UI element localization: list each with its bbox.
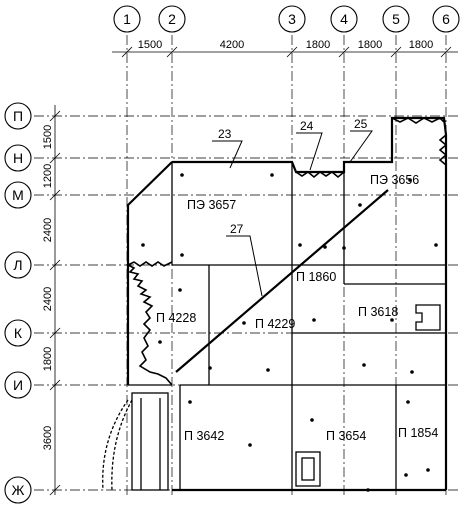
callout-27: 27 — [230, 222, 244, 236]
dim-top-2: 4200 — [220, 39, 244, 51]
room-label-3656: ПЭ 3656 — [370, 173, 419, 187]
room-label-3642: П 3642 — [184, 429, 224, 443]
room-label-1860: П 1860 — [296, 270, 336, 284]
room-label-4228: П 4228 — [156, 311, 196, 325]
axis-row-k: К — [14, 325, 23, 341]
axis-row-p: П — [13, 108, 23, 124]
dim-top-3: 1800 — [306, 39, 330, 51]
room-label-1854: П 1854 — [398, 426, 438, 440]
axis-col-2: 2 — [168, 11, 176, 27]
callout-24: 24 — [300, 119, 314, 133]
callouts: 23 24 25 27 — [212, 117, 373, 297]
dim-left-5: 1800 — [42, 347, 54, 371]
axis-row-zh: Ж — [12, 482, 25, 498]
callout-25: 25 — [354, 117, 368, 131]
column-axis-markers: 1 2 3 4 5 6 — [113, 5, 460, 33]
dim-left-3: 2400 — [42, 218, 54, 242]
dim-top-5: 1800 — [409, 39, 433, 51]
axis-col-5: 5 — [392, 11, 400, 27]
room-label-3657: ПЭ 3657 — [187, 198, 236, 212]
dim-left-4: 2400 — [42, 287, 54, 311]
dim-left-6: 3600 — [42, 426, 54, 450]
dim-top-1: 1500 — [138, 39, 162, 51]
axis-col-1: 1 — [123, 11, 131, 27]
room-labels: ПЭ 3657 ПЭ 3656 П 1860 П 4228 П 4229 П 3… — [156, 173, 438, 443]
axis-col-6: 6 — [442, 11, 450, 27]
dim-top-4: 1800 — [358, 39, 382, 51]
axis-row-n: Н — [13, 150, 23, 166]
damage-lines — [127, 117, 448, 386]
detail-dots — [141, 173, 438, 492]
diagonal-tie-line — [175, 189, 389, 373]
dim-left-2: 1200 — [42, 164, 54, 188]
room-label-4229: П 4229 — [255, 317, 295, 331]
axis-row-l: Л — [13, 257, 22, 273]
room-label-3654: П 3654 — [326, 429, 366, 443]
left-dimension-chain: 1500 1200 2400 2400 1800 3600 — [42, 105, 61, 496]
axis-col-3: 3 — [288, 11, 296, 27]
axis-col-4: 4 — [340, 11, 348, 27]
axis-row-m: М — [12, 187, 24, 203]
callout-23: 23 — [218, 127, 232, 141]
dim-left-1: 1500 — [42, 125, 54, 149]
axis-row-i: И — [13, 377, 23, 393]
room-label-3618: П 3618 — [358, 305, 398, 319]
top-dimension-chain: 1500 4200 1800 1800 1800 — [112, 39, 458, 58]
row-axis-markers: П Н М Л К И Ж — [4, 102, 32, 504]
